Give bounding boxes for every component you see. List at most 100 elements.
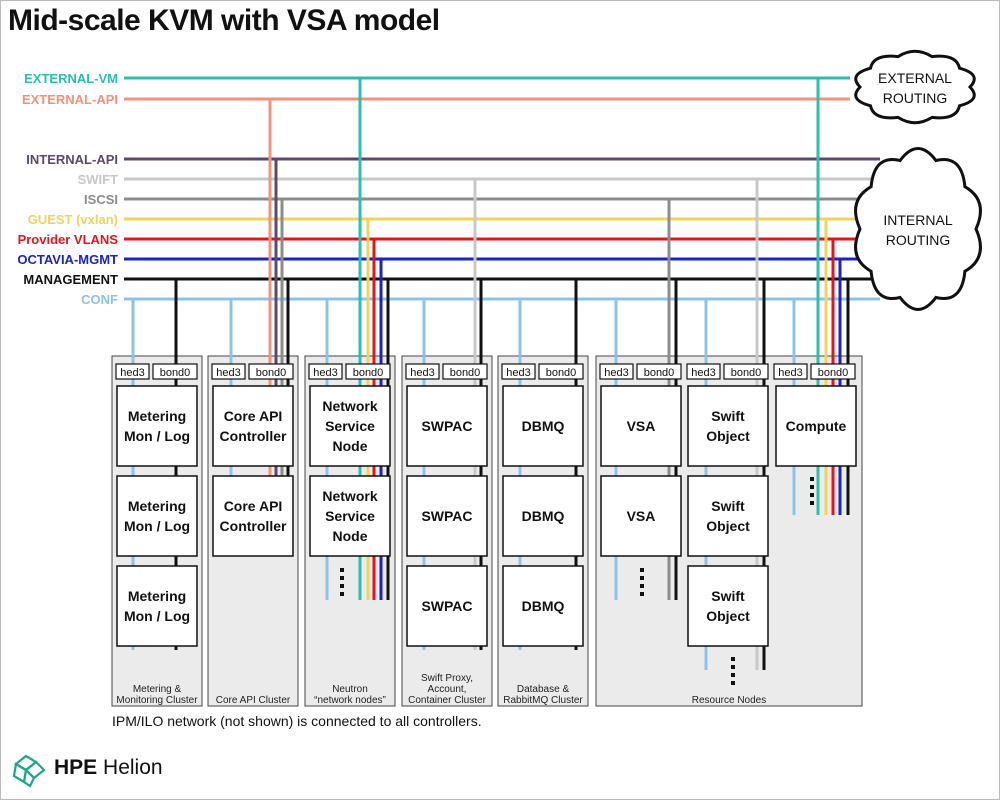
cloud-shape: [854, 49, 976, 125]
node-label: Object: [706, 518, 750, 534]
node-label: Node: [333, 528, 368, 544]
logo-text: HPE Helion: [54, 756, 163, 780]
node-label: Controller: [220, 518, 287, 534]
node-label: Swift: [711, 498, 745, 514]
port-label: hed3: [410, 367, 434, 379]
cloud-shape: [854, 147, 982, 311]
node-box: [406, 385, 488, 467]
node-label: Metering: [128, 408, 186, 424]
port-label: bond0: [644, 367, 675, 379]
node-box: [687, 475, 769, 557]
port-label: hed3: [778, 367, 802, 379]
more-nodes-dot: [640, 568, 644, 572]
cluster-label: Monitoring Cluster: [116, 695, 198, 706]
node: DBMQ: [502, 385, 584, 467]
port-box: [773, 363, 808, 380]
node-label: Object: [706, 428, 750, 444]
port-label: hed3: [691, 367, 715, 379]
node: SWPAC: [406, 565, 488, 647]
node-label: Mon / Log: [124, 518, 190, 534]
more-nodes-dot: [731, 681, 735, 685]
port-box: [308, 363, 343, 380]
node-label: Core API: [224, 408, 283, 424]
more-nodes-dot: [731, 665, 735, 669]
node-label: Object: [706, 608, 750, 624]
node-label: DBMQ: [522, 508, 565, 524]
port-label: bond0: [731, 367, 762, 379]
network-lines-layer: [124, 76, 880, 301]
more-nodes-dot: [640, 584, 644, 588]
logo-product: Helion: [103, 756, 163, 779]
network-label-layer: EXTERNAL-VMEXTERNAL-APIINTERNAL-APISWIFT…: [17, 71, 118, 307]
node-label: Mon / Log: [124, 608, 190, 624]
node-box: [502, 475, 584, 557]
cloud-label: ROUTING: [883, 90, 948, 106]
node: VSA: [600, 475, 682, 557]
node-label: Compute: [786, 418, 847, 434]
port-box: [538, 363, 584, 380]
cloud-label: INTERNAL: [883, 212, 952, 228]
cloud-label: ROUTING: [886, 232, 951, 248]
node: VSA: [600, 385, 682, 467]
node-label: Network: [322, 398, 377, 414]
network-label: INTERNAL-API: [26, 152, 118, 167]
network-label: ISCSI: [84, 192, 118, 207]
node-box: [212, 385, 294, 467]
node-label: Service: [325, 508, 375, 524]
node-label: Mon / Log: [124, 428, 190, 444]
more-nodes-dot: [810, 477, 814, 481]
network-label: Provider VLANS: [18, 232, 119, 247]
node: Core API Controller: [212, 385, 294, 467]
node-box: [116, 385, 198, 467]
port-label: hed3: [313, 367, 337, 379]
port-box: [686, 363, 721, 380]
node-label: VSA: [627, 508, 656, 524]
node-label: Metering: [128, 498, 186, 514]
node: Core API Controller: [212, 475, 294, 557]
network-label: EXTERNAL-API: [22, 92, 118, 107]
more-nodes-dot: [340, 584, 344, 588]
cluster-label: Metering &: [133, 684, 182, 695]
node-label: SWPAC: [421, 598, 472, 614]
node-label: Core API: [224, 498, 283, 514]
node-box: [406, 565, 488, 647]
node-label: SWPAC: [421, 418, 472, 434]
internal-routing-cloud: INTERNAL ROUTING: [854, 147, 982, 311]
port-box: [152, 363, 198, 380]
node-box: [406, 475, 488, 557]
cluster-label: Account,: [428, 684, 467, 695]
node-box: [502, 385, 584, 467]
cluster-label: “network nodes”: [314, 695, 386, 706]
more-nodes-dot: [340, 592, 344, 596]
node-label: Metering: [128, 588, 186, 604]
node-box: [116, 565, 198, 647]
node-label: DBMQ: [522, 418, 565, 434]
cluster-label: Swift Proxy,: [421, 673, 473, 684]
node-label: DBMQ: [522, 598, 565, 614]
port-label: hed3: [216, 367, 240, 379]
more-nodes-dot: [810, 501, 814, 505]
cluster-label: Core API Cluster: [216, 695, 291, 706]
node: DBMQ: [502, 565, 584, 647]
cluster-label: Resource Nodes: [692, 695, 766, 706]
port-label: bond0: [818, 367, 849, 379]
node-label: Controller: [220, 428, 287, 444]
port-label: hed3: [506, 367, 530, 379]
port-label: bond0: [546, 367, 577, 379]
more-nodes-dot: [810, 485, 814, 489]
more-nodes-dot: [640, 592, 644, 596]
page-title: Mid-scale KVM with VSA model: [8, 4, 440, 37]
cluster-label: Container Cluster: [408, 695, 486, 706]
port-label: bond0: [256, 367, 287, 379]
node-label: VSA: [627, 418, 656, 434]
node-box: [309, 475, 391, 557]
